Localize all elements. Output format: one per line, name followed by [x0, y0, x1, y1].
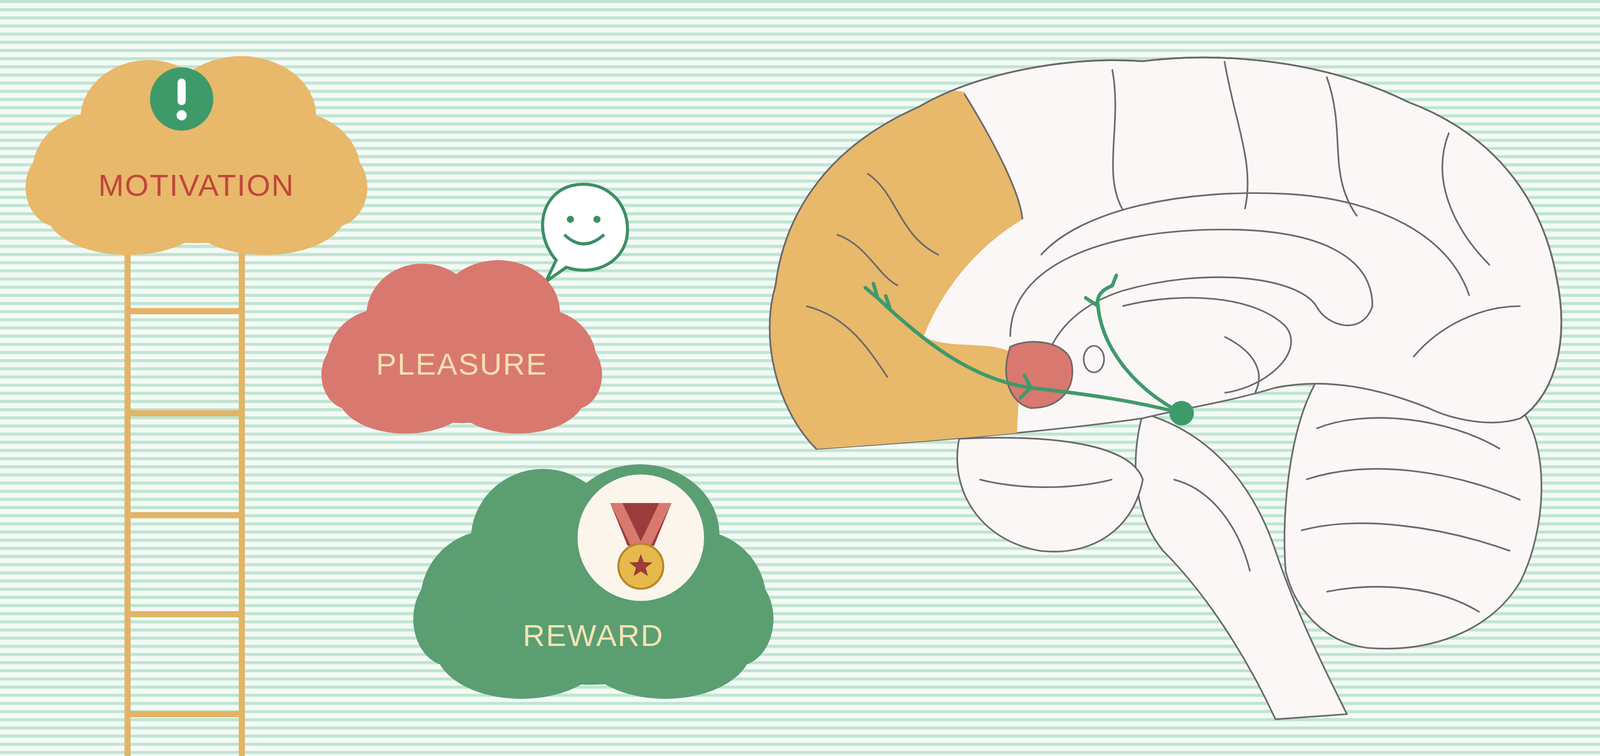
temporal-lobe [957, 437, 1143, 552]
vta-dot [1169, 400, 1195, 426]
brainstem [1135, 413, 1347, 720]
dopamine-pathway [865, 275, 1182, 414]
anterior-commissure [1083, 346, 1104, 373]
smiley-bubble [542, 184, 628, 282]
cloud-node: REWARD [413, 464, 774, 700]
cloud-label: MOTIVATION [25, 168, 368, 202]
cloud-node: MOTIVATION [25, 56, 368, 256]
medal-icon [577, 474, 704, 602]
prefrontal-cortex [744, 61, 1023, 470]
ladder [127, 244, 242, 756]
cloud-node: PLEASURE [321, 260, 603, 434]
cloud-label: REWARD [413, 618, 774, 653]
brain [744, 57, 1562, 720]
cloud-shape [25, 56, 368, 256]
nucleus-accumbens [1006, 341, 1073, 409]
cloud-label: PLEASURE [321, 347, 603, 381]
cloud-shape [413, 464, 774, 700]
alert-icon [149, 67, 213, 131]
